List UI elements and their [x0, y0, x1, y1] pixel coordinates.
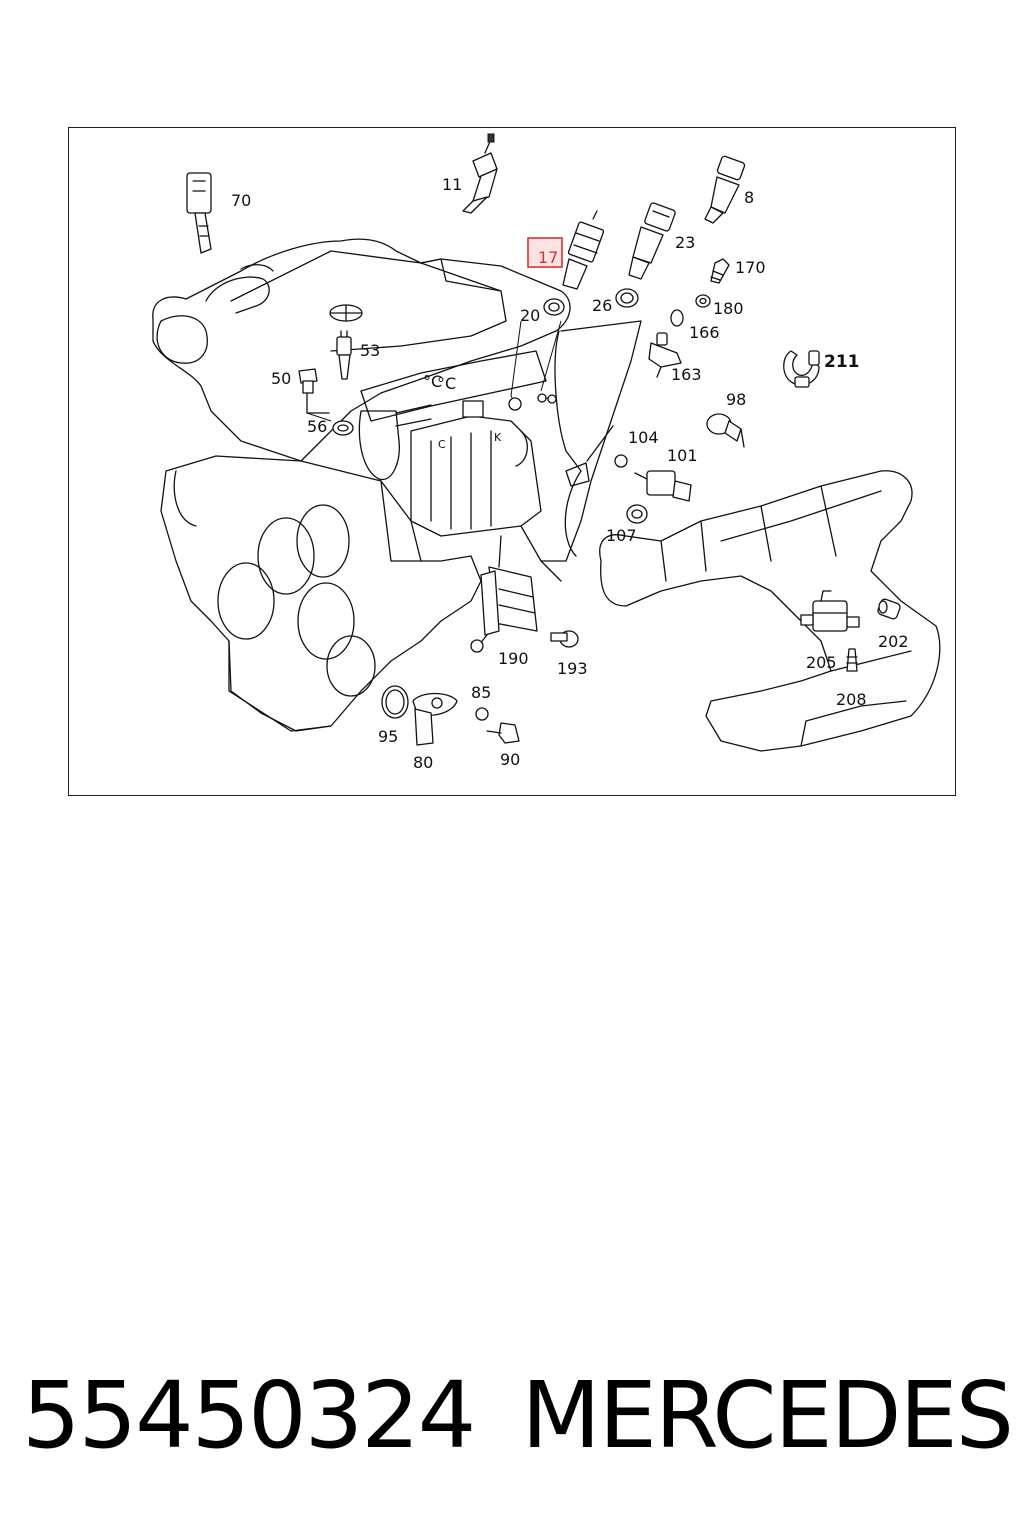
- part-26-seal: [615, 288, 639, 308]
- part-20-seal: [543, 298, 565, 316]
- label-11[interactable]: 11: [442, 175, 462, 194]
- label-56[interactable]: 56: [307, 417, 327, 436]
- marking-k: K: [494, 431, 502, 444]
- part-205-valve: [800, 590, 860, 632]
- highlight-box-part-17: [527, 237, 563, 268]
- label-101[interactable]: 101: [667, 446, 698, 465]
- part-80-elbow: [412, 692, 458, 746]
- label-95[interactable]: 95: [378, 727, 398, 746]
- part-163-bracket: [648, 332, 682, 378]
- label-163[interactable]: 163: [671, 365, 702, 384]
- label-53[interactable]: 53: [360, 341, 380, 360]
- marking-celsius-2: °C: [437, 374, 456, 393]
- part-170-stud: [710, 258, 730, 284]
- label-23[interactable]: 23: [675, 233, 695, 252]
- leader-lines: [306, 320, 562, 422]
- label-190[interactable]: 190: [498, 649, 529, 668]
- part-211-clamp: [783, 350, 820, 388]
- part-202-cap: [877, 598, 901, 620]
- part-166-ring: [670, 309, 684, 327]
- part-23-sensor: [628, 202, 676, 280]
- part-17-sensor: [562, 210, 605, 290]
- label-107[interactable]: 107: [606, 526, 637, 545]
- label-98[interactable]: 98: [726, 390, 746, 409]
- marking-c: C: [438, 438, 446, 451]
- part-number: 55450324: [22, 1361, 476, 1469]
- caption: 55450324 MERCEDES: [22, 1360, 1014, 1470]
- marking-celsius-1: °C: [423, 372, 442, 391]
- label-193[interactable]: 193: [557, 659, 588, 678]
- label-170[interactable]: 170: [735, 258, 766, 277]
- part-208-stud: [846, 648, 858, 672]
- part-11-sender: [462, 133, 498, 214]
- part-53-sensor: [336, 330, 352, 380]
- label-180[interactable]: 180: [713, 299, 744, 318]
- part-107-cap: [626, 504, 648, 524]
- part-180-washer: [695, 294, 711, 308]
- part-8-sensor: [704, 155, 746, 224]
- part-190-relay: [470, 535, 538, 653]
- label-211[interactable]: 211: [824, 352, 860, 372]
- label-20[interactable]: 20: [520, 306, 540, 325]
- label-202[interactable]: 202: [878, 632, 909, 651]
- intake-manifold-drawing: [599, 470, 941, 752]
- part-56-seal: [332, 420, 354, 436]
- part-labels: 70 11 8 17 23 170 20 26 180 166 53 211 5…: [231, 175, 909, 772]
- part-104-link: [508, 393, 614, 462]
- label-70[interactable]: 70: [231, 191, 251, 210]
- part-70-connector: [186, 172, 212, 254]
- label-166[interactable]: 166: [689, 323, 720, 342]
- label-17[interactable]: 17: [538, 248, 558, 267]
- diagram-frame: °C °C C K: [68, 127, 956, 796]
- label-208[interactable]: 208: [836, 690, 867, 709]
- label-80[interactable]: 80: [413, 753, 433, 772]
- part-101-sensor: [614, 454, 692, 502]
- label-50[interactable]: 50: [271, 369, 291, 388]
- brand-name: MERCEDES: [521, 1361, 1014, 1469]
- part-50-bolt: [298, 368, 330, 414]
- part-90-bolt: [486, 722, 520, 744]
- label-26[interactable]: 26: [592, 296, 612, 315]
- label-85[interactable]: 85: [471, 683, 491, 702]
- part-98-sensor: [706, 413, 745, 448]
- label-8[interactable]: 8: [744, 188, 754, 207]
- exploded-engine-diagram: °C °C C K: [152, 133, 941, 772]
- label-104[interactable]: 104: [628, 428, 659, 447]
- part-95-oring: [381, 685, 409, 719]
- part-85-washer: [475, 707, 489, 721]
- label-90[interactable]: 90: [500, 750, 520, 769]
- engine-block-drawing: °C °C C K: [152, 238, 642, 732]
- label-205[interactable]: 205: [806, 653, 837, 672]
- part-193-bolt: [550, 630, 579, 648]
